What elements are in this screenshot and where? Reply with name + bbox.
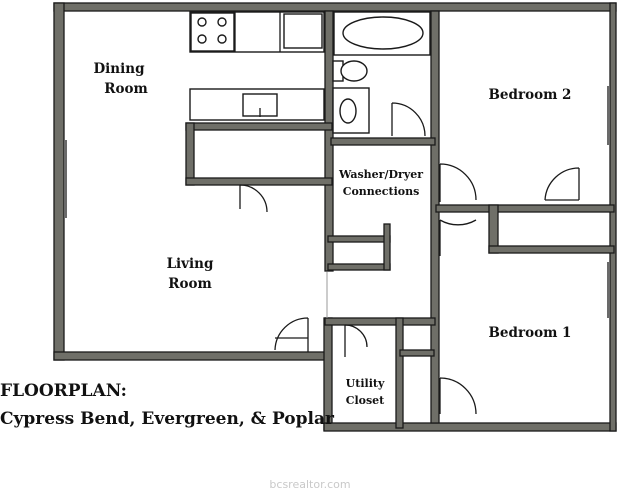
interior-walls bbox=[185, 10, 615, 429]
utility-closet-label: Utility Closet bbox=[345, 377, 385, 407]
dining-room-label: Dining Room bbox=[93, 61, 148, 97]
floorplan-title: FLOORPLAN: bbox=[0, 381, 127, 401]
bedroom-1-label: Bedroom 1 bbox=[488, 325, 572, 341]
outer-walls bbox=[53, 2, 617, 432]
floorplan-subtitle: Cypress Bend, Evergreen, & Poplar bbox=[0, 409, 334, 429]
doors bbox=[239, 102, 580, 415]
washer-dryer-label: Washer/Dryer Connections bbox=[338, 168, 424, 198]
kitchen-fixtures bbox=[189, 11, 325, 121]
living-room-label: Living Room bbox=[166, 256, 214, 292]
bathroom-fixtures bbox=[332, 11, 431, 134]
watermark: bcsrealtor.com bbox=[269, 478, 351, 491]
bedroom-2-label: Bedroom 2 bbox=[488, 87, 572, 103]
windows bbox=[65, 86, 609, 318]
